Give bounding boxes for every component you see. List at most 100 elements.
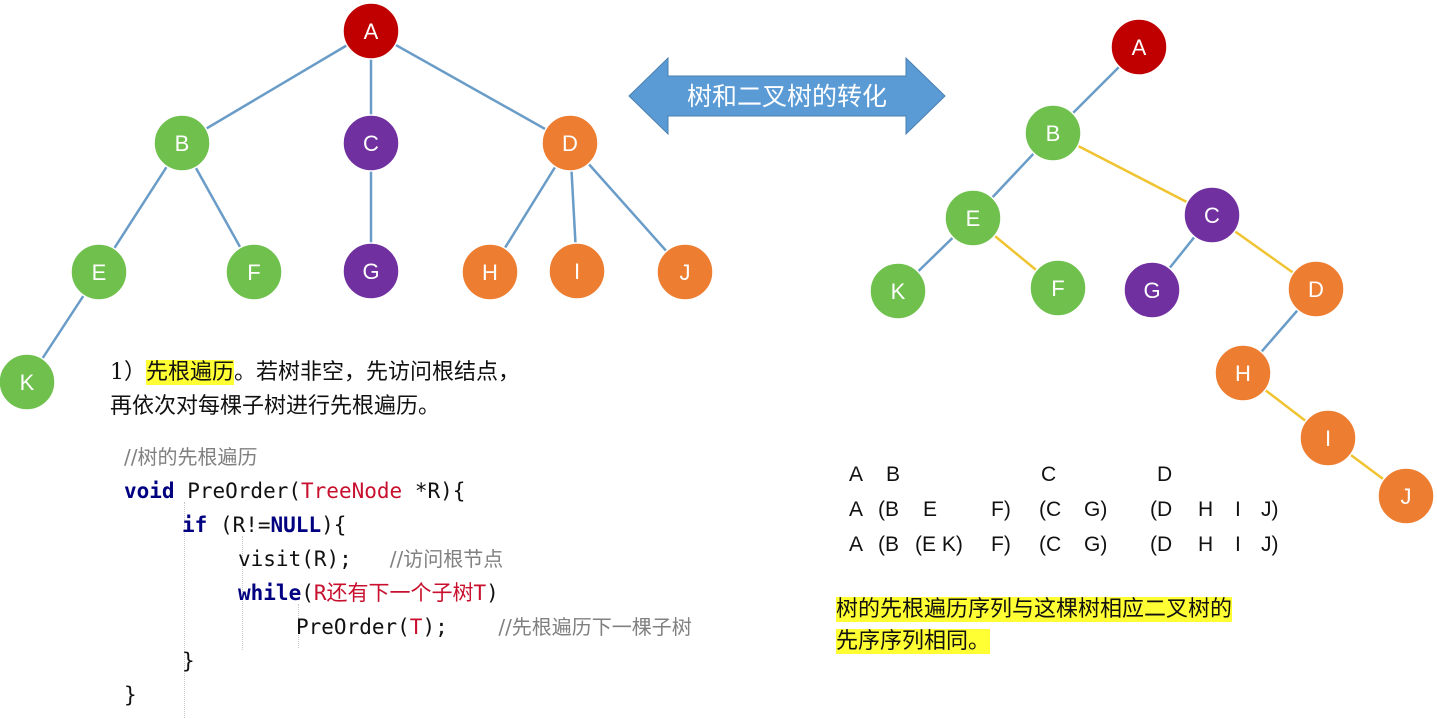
code-text: visit(R); (238, 547, 352, 571)
conclusion-note: 树的先根遍历序列与这棵树相应二叉树的 先序序列相同。 (836, 594, 1233, 658)
seq-row3-token: I (1235, 533, 1241, 556)
binary-tree-node-b: B (1024, 104, 1082, 162)
seq-row1-token: C (1041, 463, 1057, 486)
code-line-signature: void PreOrder(TreeNode *R){ (124, 474, 465, 508)
seq-row3-token: (C (1039, 533, 1062, 556)
tree-node-label: B (175, 131, 190, 156)
binary-tree-node-label: D (1308, 277, 1324, 302)
highlighted-term: 先根遍历 (146, 360, 235, 385)
code-line-close-inner: } (182, 644, 195, 678)
description-rest: 。若树非空，先访问根结点， (234, 360, 521, 385)
tree-node-f: F (225, 243, 283, 301)
binary-tree-node-circle (944, 189, 1002, 247)
binary-tree-node-label: E (966, 206, 981, 231)
while-condition: R还有下一个子树T (313, 581, 487, 605)
seq-row2-token: H (1198, 498, 1214, 521)
code-text: ){ (321, 513, 347, 537)
binary-tree-node-label: B (1046, 121, 1061, 146)
tree-node-circle (153, 114, 211, 172)
type-name: TreeNode (301, 479, 403, 503)
tree-node-label: E (92, 260, 107, 285)
binary-tree-node-label: I (1325, 426, 1331, 451)
tree-node-b: B (153, 114, 211, 172)
code-comment: //先根遍历下一棵子树 (498, 615, 692, 639)
seq-row3-token: F) (991, 533, 1011, 556)
preorder-description: 1）先根遍历。若树非空，先访问根结点， 再依次对每棵子树进行先根遍历。 (110, 356, 520, 424)
code-brace: } (182, 649, 195, 673)
tree-node-c: C (342, 114, 400, 172)
binary-tree-node-circle (1110, 18, 1168, 76)
tree-node-label: D (562, 131, 578, 156)
tree-node-j: J (656, 243, 714, 301)
keyword-void: void (124, 479, 175, 503)
tree-node-circle (548, 242, 606, 300)
binary-tree-node-i: I (1299, 409, 1357, 467)
tree-node-label: C (363, 131, 379, 156)
seq-row2-token: J) (1261, 498, 1279, 521)
binary-tree-node-circle (1024, 104, 1082, 162)
tree-node-label: F (247, 260, 260, 285)
tree-node-d: D (541, 114, 599, 172)
tree-node-g: G (342, 242, 400, 300)
tree-node-circle (541, 114, 599, 172)
seq-row2-token: F) (991, 498, 1011, 521)
tree-node-label: I (574, 259, 580, 284)
binary-tree-node-circle (1287, 260, 1345, 318)
keyword-while: while (238, 581, 302, 605)
code-line-while: while(R还有下一个子树T) (238, 576, 499, 610)
binary-tree-node-g: G (1123, 261, 1181, 319)
seq-row1-token: D (1157, 463, 1173, 486)
binary-tree-node-label: C (1204, 203, 1220, 228)
tree-node-a: A (342, 2, 400, 60)
tree-node-k: K (0, 353, 56, 411)
tree-edge (569, 142, 686, 273)
tree-node-circle (656, 243, 714, 301)
code-line-visit: visit(R); //访问根节点 (238, 542, 503, 576)
seq-row3-token: J) (1261, 533, 1279, 556)
binary-tree-node-h: H (1214, 344, 1272, 402)
binary-tree-node-label: H (1235, 361, 1251, 386)
seq-row3-token: (B (878, 533, 899, 556)
indent-guide (298, 604, 299, 648)
description-prefix: 1） (110, 360, 146, 385)
code-brace: } (124, 683, 137, 707)
keyword-null: NULL (270, 513, 322, 537)
param-text: *R){ (402, 479, 466, 503)
seq-row2-token: (B (878, 498, 899, 521)
seq-row3-token: A (849, 533, 864, 556)
tree-node-circle (70, 243, 128, 301)
binary-tree-node-label: A (1132, 35, 1147, 60)
seq-row2-token: I (1235, 498, 1241, 521)
function-name: PreOrder( (174, 479, 302, 503)
tree-node-circle (461, 243, 519, 301)
seq-row3-token: G) (1084, 533, 1108, 556)
code-text: ( (301, 581, 314, 605)
conclusion-text: 先序序列相同。 (836, 629, 991, 654)
binary-tree-node-circle (1123, 261, 1181, 319)
seq-row3-token: (D (1150, 533, 1173, 556)
tree-edges (25, 29, 686, 383)
banner-label: 树和二叉树的转化 (687, 82, 887, 111)
binary-tree-node-label: K (891, 279, 906, 304)
code-text: ); (422, 615, 448, 639)
conclusion-line-2: 先序序列相同。 (836, 626, 1232, 658)
code-text: (R!= (207, 513, 271, 537)
binary-tree-node-label: F (1051, 276, 1064, 301)
tree-node-circle (0, 353, 56, 411)
binary-tree-node-c: C (1183, 186, 1241, 244)
binary-tree-node-d: D (1287, 260, 1345, 318)
binary-tree-node-a: A (1110, 18, 1168, 76)
binary-tree-node-label: G (1143, 278, 1160, 303)
double-arrow-shape (628, 56, 946, 136)
tree-edge (370, 29, 571, 145)
code-line-recursion: PreOrder(T); //先根遍历下一棵子树 (296, 610, 692, 644)
conclusion-text: 树的先根遍历序列与这棵树相应二叉树的 (836, 597, 1233, 622)
tree-node-circle (342, 242, 400, 300)
conclusion-line-1: 树的先根遍历序列与这棵树相应二叉树的 (836, 594, 1233, 626)
binary-tree-node-circle (1029, 259, 1087, 317)
seq-row2-token: G) (1084, 498, 1108, 521)
tree-node-circle (342, 114, 400, 172)
tree-node-circle (342, 2, 400, 60)
